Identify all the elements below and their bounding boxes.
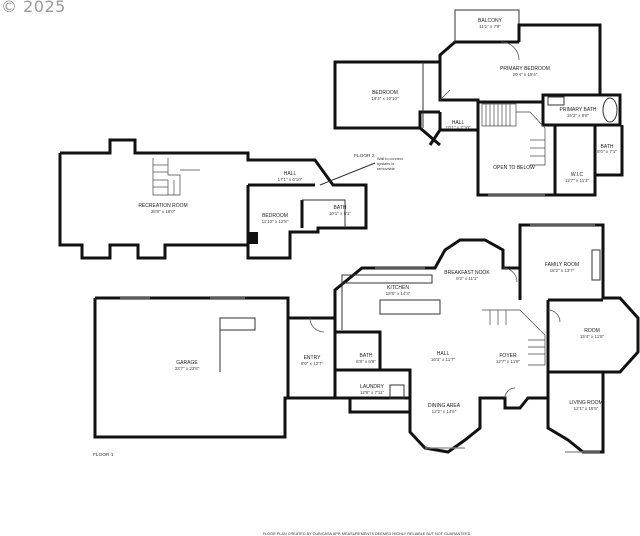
room-door-swing — [547, 309, 561, 323]
upper-bath-label: BATH — [601, 144, 614, 150]
kitchen-dim: 18'8" x 14'3" — [386, 291, 411, 296]
primary-bath-wall — [541, 93, 622, 127]
recreation-label: RECREATION ROOM — [138, 203, 187, 209]
note-line-1: Wall to connect — [377, 157, 404, 161]
main-bath-label: BATH — [360, 353, 373, 359]
living-room-label: LIVING ROOM — [569, 400, 602, 406]
garage-wall — [93, 296, 290, 439]
upper-hall-label: HALL — [452, 120, 465, 126]
wic-dim: 12'7" x 11'3" — [565, 178, 590, 183]
note-pointer — [319, 162, 376, 186]
recreation-dim: 38'8" x 18'0" — [151, 209, 176, 214]
main-hall-label: HALL — [437, 351, 450, 357]
balcony-dim: 11'1" x 7'9" — [479, 24, 501, 29]
room-labels: BALCONY 11'1" x 7'9" PRIMARY BEDROOM 20'… — [138, 18, 617, 414]
upper-stairs — [481, 103, 546, 166]
entry-dim: 6'0" x 13'7" — [301, 361, 324, 366]
dining-dim: 12'2" x 14'5" — [432, 409, 457, 414]
room-label: ROOM — [584, 328, 600, 334]
fireplace-icon — [591, 249, 601, 281]
rec-bath-label: BATH — [334, 205, 347, 211]
laundry-wall — [335, 368, 412, 414]
upper-hall-dim: 10'1" x 7'10" — [446, 125, 471, 130]
garage — [93, 296, 290, 439]
garage-label: GARAGE — [176, 360, 198, 366]
connector-wall-2 — [428, 129, 442, 146]
laundry-dim: 12'9" x 7'11" — [360, 390, 385, 395]
rec-bedroom-dim: 11'10" x 12'8" — [262, 219, 289, 224]
kitchen-label: KITCHEN — [387, 285, 409, 291]
rec-bath-wall — [302, 199, 346, 228]
upper-floor-wing — [333, 9, 624, 197]
upper-bedroom-dim: 18'4" x 10'10" — [371, 96, 399, 101]
bathtub-icon — [602, 97, 618, 123]
wic-label: W.I.C — [571, 172, 584, 178]
upper-bedroom-label: BEDROOM — [372, 90, 398, 96]
bath-wall — [335, 330, 382, 372]
wic-wall — [553, 125, 597, 197]
rec-hall-dim: 17'1" x 6'10" — [278, 177, 303, 182]
entry-door-swing — [309, 317, 325, 333]
sink-icon — [547, 96, 565, 106]
breakfast-nook-label: BREAKFAST NOOK — [444, 270, 490, 276]
breakfast-nook-dim: 9'2" x 11'1" — [456, 276, 478, 281]
laundry-label: LAUNDRY — [360, 384, 384, 390]
main-hall-dim: 16'3" x 11'7" — [431, 357, 456, 362]
entry-label: ENTRY — [304, 355, 322, 361]
primary-bath-label: PRIMARY BATH — [560, 107, 597, 113]
foyer-label: FOYER — [499, 353, 517, 359]
garage-dim: 33'7" x 23'8" — [175, 366, 200, 371]
note-line-2: upstairs is — [377, 162, 394, 166]
rec-hall-label: HALL — [284, 171, 297, 177]
chimney-block — [248, 232, 258, 244]
main-stairs — [482, 309, 546, 366]
annotations: FLOOR 2 FLOOR 1 Wall to connect upstairs… — [93, 153, 471, 536]
footer-disclaimer: FLOOR PLAN CREATED BY CUBICASA APP. MEAS… — [263, 532, 472, 536]
garage-cabinet — [219, 317, 256, 331]
front-door-swing — [504, 387, 516, 399]
balcony-door-swing — [500, 41, 520, 61]
upper-bath-wall — [593, 125, 624, 177]
rec-stairs — [152, 158, 200, 196]
foyer-dim: 12'7" x 11'9" — [496, 359, 521, 364]
nook-door-swing — [502, 267, 518, 283]
floor-2-label: FLOOR 2 — [354, 153, 375, 159]
floor-1-label: FLOOR 1 — [93, 452, 114, 458]
recreation-wing — [58, 138, 376, 260]
upper-bath-dim: 8'0" x 7'1" — [597, 149, 617, 154]
family-room-dim: 18'2" x 13'7" — [550, 268, 575, 273]
kitchen-island — [379, 299, 441, 315]
main-bath-dim: 6'8" x 6'8" — [356, 359, 376, 364]
main-floor — [288, 223, 640, 454]
hall-door — [439, 89, 451, 101]
rec-bath-dim: 10'1" x 8'1" — [329, 211, 352, 216]
primary-suite-wall — [438, 23, 602, 104]
primary-bath-dim: 15'3" x 8'8" — [567, 113, 590, 118]
washer-icon — [389, 384, 405, 400]
rec-bedroom-label: BEDROOM — [262, 213, 288, 219]
note-line-3: removable — [377, 167, 395, 171]
open-below-label: OPEN TO BELOW — [493, 165, 535, 171]
family-room-label: FAMILY ROOM — [545, 262, 579, 268]
connector-wall — [419, 126, 441, 147]
recreation-outer-wall — [58, 138, 368, 260]
room-dim: 15'4" x 11'8" — [580, 334, 605, 339]
dining-label: DINING AREA — [428, 403, 461, 409]
balcony-label: BALCONY — [478, 18, 503, 24]
living-room-dim: 12'1" x 15'5" — [574, 406, 599, 411]
primary-bedroom-label: PRIMARY BEDROOM — [500, 66, 550, 72]
copyright-watermark: © 2025 — [1, 0, 66, 16]
primary-bedroom-dim: 20'4" x 15'4" — [513, 72, 538, 77]
upper-hall-wall — [438, 102, 480, 132]
kitchen-counter-top — [341, 274, 433, 284]
